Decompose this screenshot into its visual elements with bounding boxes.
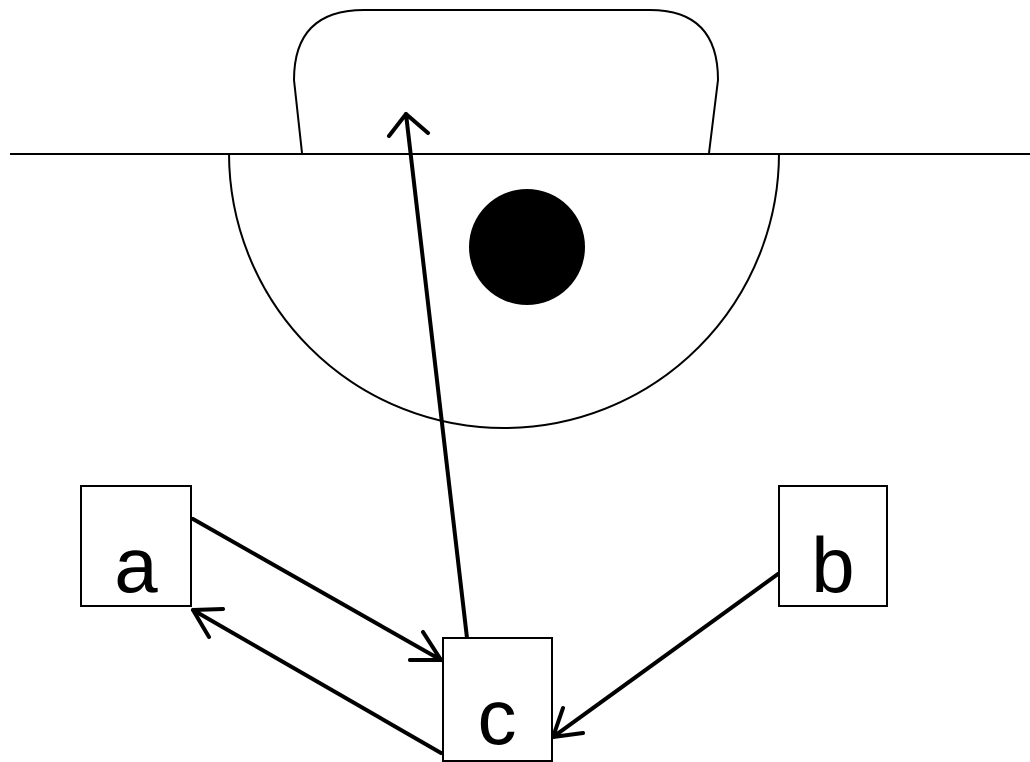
node-a: a bbox=[80, 485, 192, 609]
arrow-b-to-c bbox=[551, 572, 780, 739]
node-c: c bbox=[442, 637, 553, 762]
node-a-label: a bbox=[114, 521, 158, 609]
arrow-c-to-a bbox=[191, 607, 443, 755]
arrow-c-to-cup bbox=[387, 112, 469, 640]
arrow-a-to-c bbox=[191, 517, 443, 662]
node-c-label: c bbox=[478, 673, 517, 761]
node-b: b bbox=[778, 485, 888, 609]
black-dot bbox=[469, 189, 585, 305]
cup-shape bbox=[292, 9, 720, 154]
node-b-label: b bbox=[811, 521, 854, 609]
